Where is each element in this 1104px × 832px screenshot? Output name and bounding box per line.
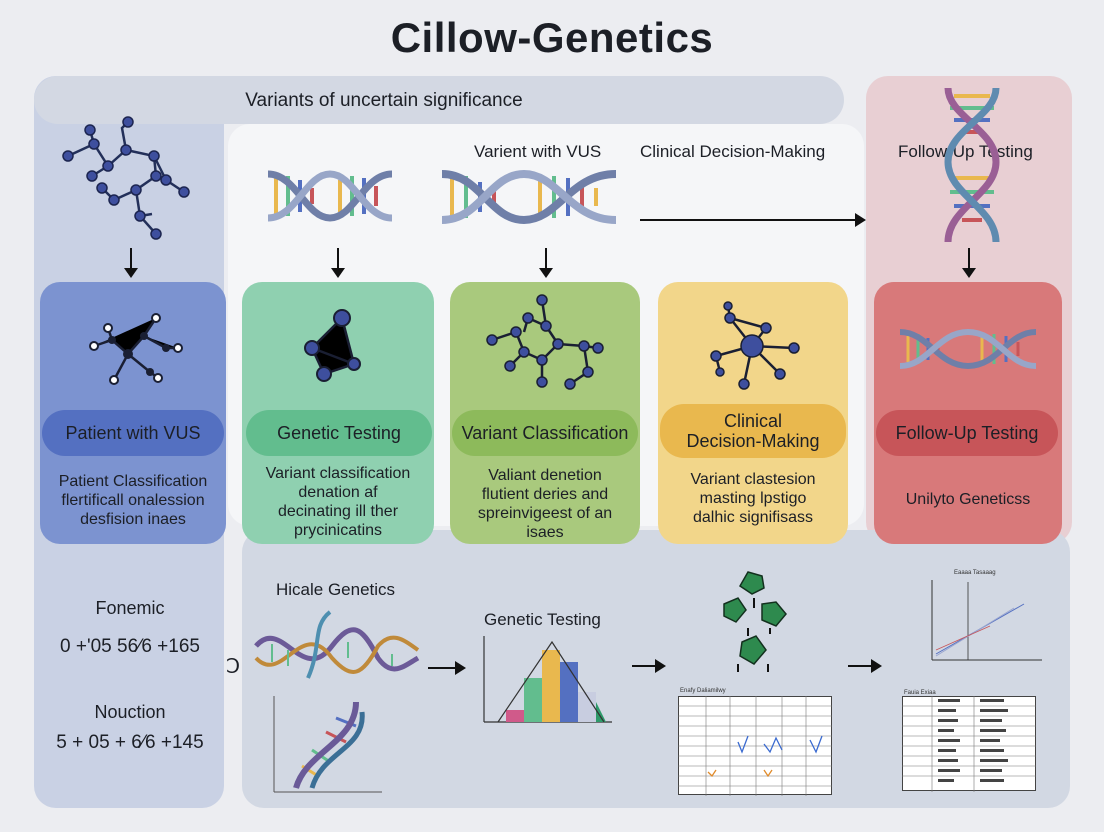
genetic-testing-label: Genetic Testing bbox=[484, 610, 601, 629]
pill-patient-with-vus: Patient with VUS bbox=[42, 410, 224, 456]
molecule-icon bbox=[62, 116, 190, 240]
network-icon bbox=[710, 301, 800, 390]
hicale-genetics-label: Hicale Genetics bbox=[276, 580, 396, 599]
page-title: Cillow-Genetics bbox=[390, 14, 714, 61]
flow-arrow bbox=[124, 248, 138, 278]
table-title: Fauia Exiaa bbox=[904, 690, 936, 696]
table-title: Enafy Daliamilwy bbox=[680, 688, 726, 694]
clinical-decision-label: Clinical Decision-Making bbox=[640, 142, 826, 161]
dna-helix-icon bbox=[899, 328, 1037, 370]
flow-arrow bbox=[539, 248, 553, 278]
chart-title: Eaaaa Tasaaag bbox=[954, 570, 996, 576]
nouction-formula: 5 + 05 + 6⁄6 +145 bbox=[56, 732, 204, 753]
dna-helix-icon bbox=[944, 87, 1000, 243]
side-glyph: Ↄ bbox=[226, 656, 241, 678]
data-table bbox=[902, 696, 1036, 792]
fonemic-formula: 0 +'05 56⁄6 +165 bbox=[60, 636, 200, 657]
flow-arrow bbox=[632, 659, 666, 673]
crystal-cluster-icon bbox=[723, 571, 787, 672]
histogram-icon bbox=[483, 636, 612, 723]
follow-up-label: Follow-Up Testing bbox=[898, 142, 1033, 161]
molecule-icon bbox=[486, 294, 604, 390]
pill-genetic-testing: Genetic Testing bbox=[246, 410, 432, 456]
nouction-label: Nouction bbox=[94, 702, 166, 722]
flow-arrow bbox=[331, 248, 345, 278]
card-description: Unilyto Geneticss bbox=[905, 491, 1031, 508]
dna-helix-icon bbox=[267, 170, 393, 222]
flow-arrow bbox=[428, 661, 466, 675]
network-icon bbox=[89, 313, 183, 385]
fonemic-label: Fonemic bbox=[95, 598, 165, 618]
pill-follow-up-testing: Follow-Up Testing bbox=[876, 410, 1058, 456]
banner-panel bbox=[34, 76, 844, 124]
dna-helix-chart-icon bbox=[273, 696, 382, 793]
flow-arrow bbox=[640, 213, 866, 227]
line-chart-icon bbox=[931, 580, 1042, 661]
pill-variant-classification: Variant Classification bbox=[452, 410, 638, 456]
flow-arrow bbox=[848, 659, 882, 673]
network-icon bbox=[304, 309, 361, 382]
dna-strand-icon bbox=[254, 610, 420, 679]
variant-vus-label: Varient with VUS bbox=[474, 142, 602, 161]
flow-arrow bbox=[962, 248, 976, 278]
data-table bbox=[678, 696, 832, 796]
banner-text: Variants of uncertain significance bbox=[245, 90, 523, 111]
dna-helix-icon bbox=[441, 169, 617, 225]
